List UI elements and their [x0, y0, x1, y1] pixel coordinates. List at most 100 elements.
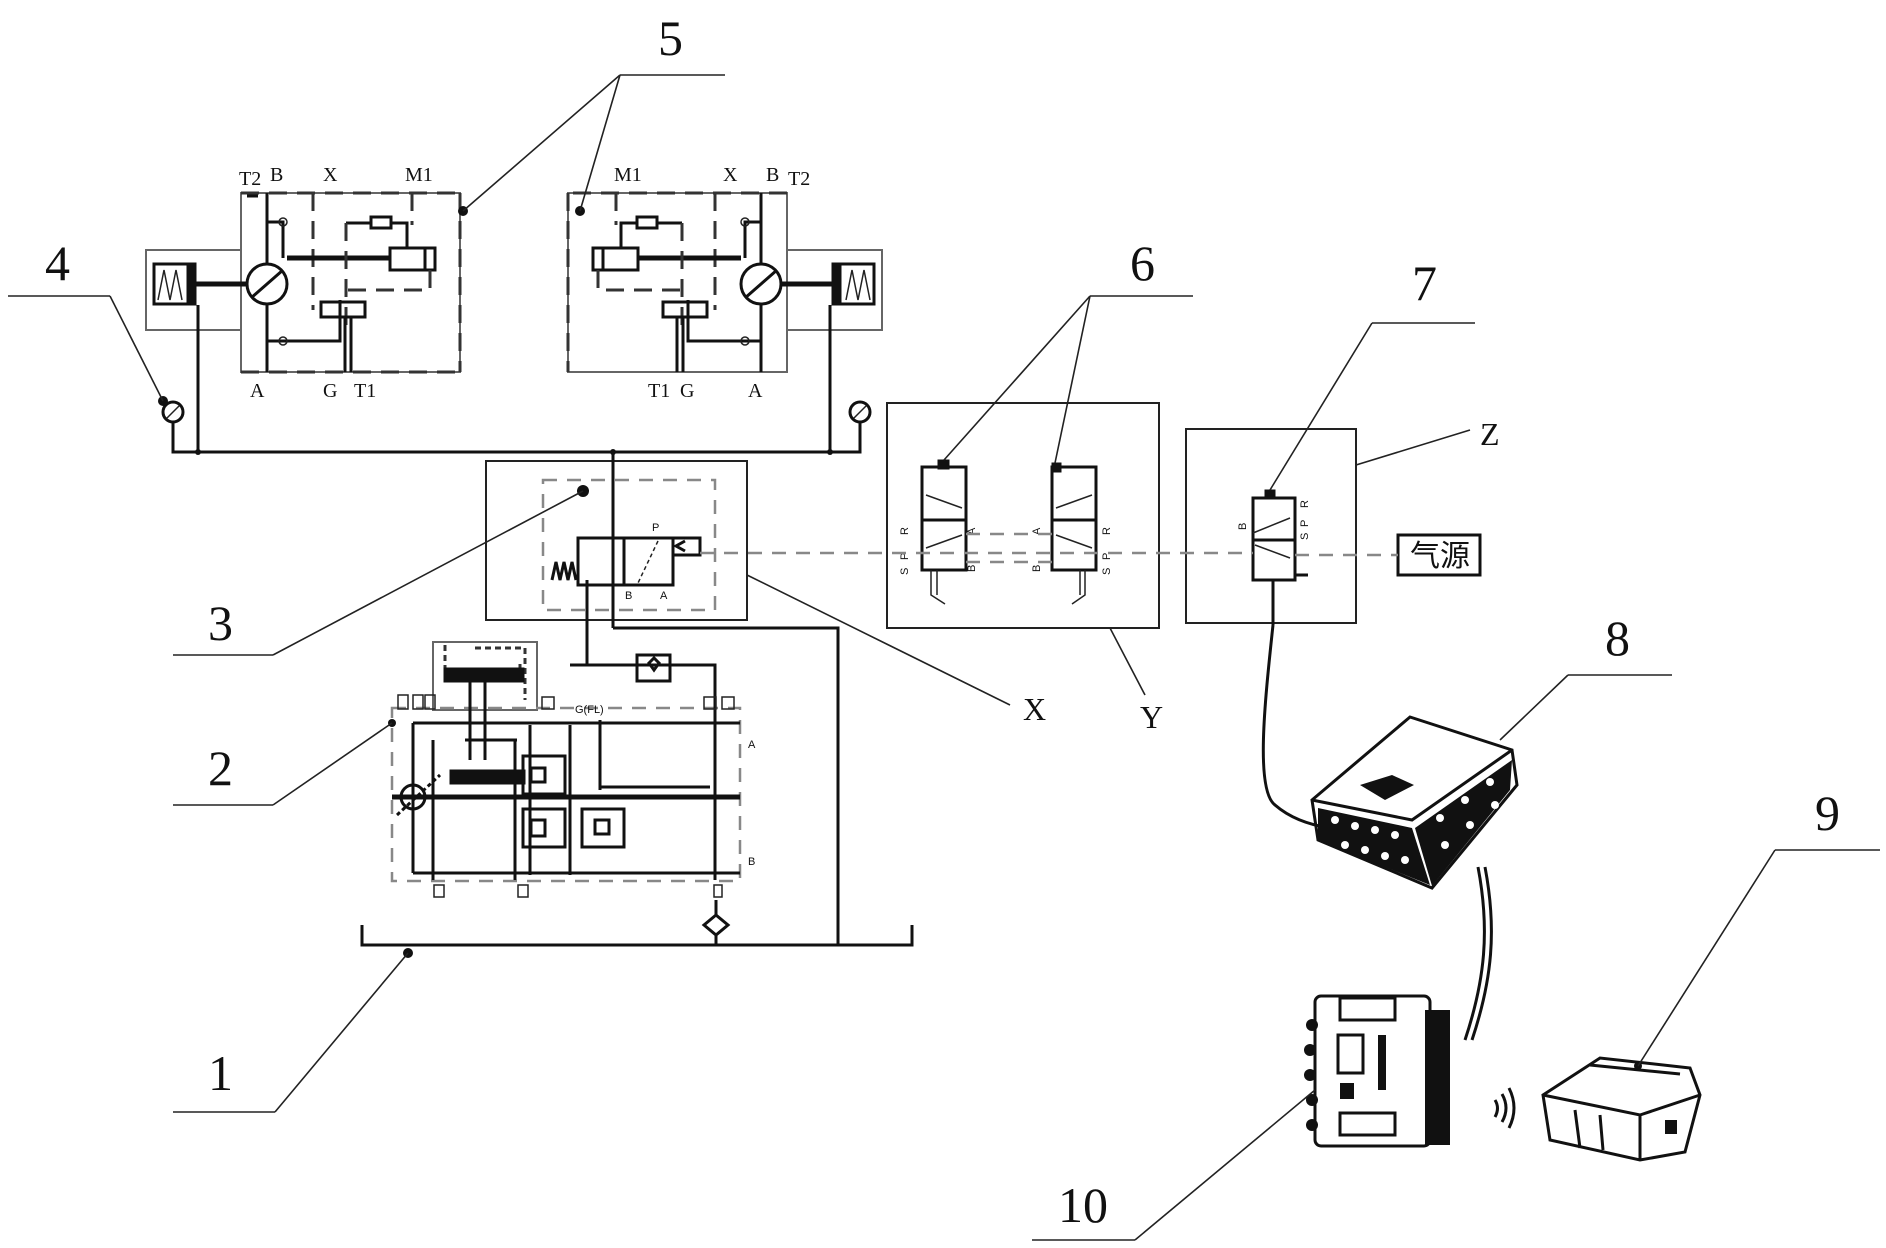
- remote-outline: [1541, 1056, 1702, 1162]
- label-1: 1: [208, 1045, 233, 1101]
- suction-filter-icon: [701, 900, 731, 937]
- valve6b-port-r: R: [1101, 527, 1113, 535]
- relief-valve-3: [580, 807, 626, 849]
- valve7-port-s: S: [1299, 533, 1311, 540]
- port-label-g-r: G: [680, 380, 694, 402]
- wireless-signal-icon: [1493, 1087, 1516, 1129]
- control-box-10: [1304, 994, 1516, 1148]
- spring-return-icon: [550, 561, 578, 581]
- junction-box-nameplate: [1360, 775, 1414, 800]
- motor-left-swash: [250, 268, 284, 300]
- port-label-b: B: [270, 164, 283, 186]
- valve3-port-b: B: [625, 590, 632, 602]
- orifice-left: [369, 215, 393, 230]
- gauge-port-label: G(FL): [575, 704, 604, 716]
- filter-cooler-icon: [635, 653, 672, 683]
- valve-6a-actuator: [937, 459, 950, 470]
- shuttle-valve-left: [319, 300, 367, 319]
- valve7-port-p: P: [1299, 520, 1311, 527]
- port-label-g: G: [323, 380, 337, 402]
- valve6a-port-s: S: [899, 568, 911, 575]
- pump-port-a: A: [748, 739, 756, 751]
- pump-station-2: G(FL) A B: [388, 641, 756, 945]
- valve6b-port-a: A: [1031, 527, 1043, 535]
- junction-box-8: [1310, 715, 1519, 890]
- check-valve-bottom: [278, 336, 288, 346]
- manual-pneumatic-valves-6: R P S A B A B R P S: [886, 402, 1160, 629]
- port-label-m1-r: M1: [614, 164, 642, 186]
- pump-port-b: B: [748, 856, 755, 868]
- relief-valve-1: [521, 754, 567, 796]
- pilot-valve-block: [443, 667, 525, 683]
- check-line-bottom: [267, 300, 342, 343]
- oil-tank-1: [360, 925, 914, 958]
- air-source-label: 气源: [1410, 539, 1470, 574]
- port-label-t2: T2: [239, 168, 261, 190]
- valve7-port-r: R: [1299, 500, 1311, 508]
- pump-icon: [399, 783, 427, 811]
- valve6b-port-s: S: [1101, 568, 1113, 575]
- section-y-box: [886, 402, 1160, 629]
- junction-box-glands-front: [1318, 808, 1430, 885]
- brake-left-housing: [145, 249, 242, 331]
- check-valve-top: [278, 217, 288, 227]
- port-label-t2-r: T2: [788, 168, 810, 190]
- control-box-glands: [1425, 1010, 1450, 1145]
- pressure-gauges: [158, 305, 872, 455]
- control-box-display: [1336, 1033, 1365, 1075]
- label-10: 10: [1058, 1177, 1108, 1233]
- port-label-a: A: [250, 380, 265, 402]
- label-5: 5: [658, 10, 683, 66]
- relief-valve-2: [521, 807, 567, 849]
- valve6b-port-p: P: [1101, 553, 1113, 560]
- label-9: 9: [1815, 785, 1840, 841]
- valve-6b-actuator: [1051, 462, 1062, 473]
- label-8: 8: [1605, 610, 1630, 666]
- label-x: X: [1023, 691, 1046, 727]
- port-label-a-r: A: [748, 380, 763, 402]
- brake-spring-box: [152, 262, 190, 306]
- gauge-line: [171, 422, 862, 454]
- valve6a-port-b: B: [966, 565, 978, 572]
- cable-8-to-10: [1463, 866, 1486, 1041]
- port-label-t1-r: T1: [648, 380, 670, 402]
- label-2: 2: [208, 740, 233, 796]
- brake-cylinder-left: [388, 246, 437, 272]
- motor-unit-right: [566, 191, 883, 373]
- label-z: Z: [1480, 416, 1500, 452]
- port-label-t1: T1: [354, 380, 376, 402]
- label-7: 7: [1412, 255, 1437, 311]
- valve3-port-a: A: [660, 590, 668, 602]
- proportional-valve: [449, 769, 526, 785]
- label-3: 3: [208, 595, 233, 651]
- electro-pneumatic-valve-7: R P S B 气源: [1185, 428, 1482, 625]
- port-label-x: X: [323, 164, 338, 186]
- check-line-top: [267, 220, 285, 258]
- tank-outline: [360, 925, 914, 947]
- callouts: 5 4 6 7 Z 3 X Y 8 2: [8, 10, 1880, 1241]
- section-x-box: [485, 460, 748, 621]
- valve-7-solenoid: [1264, 489, 1276, 500]
- label-6: 6: [1130, 235, 1155, 291]
- remote-controller-9: [1541, 1056, 1702, 1162]
- label-4: 4: [45, 235, 70, 291]
- valve7-port-b: B: [1237, 523, 1249, 530]
- remote-connector: [1665, 1120, 1677, 1134]
- pneumatic-directional-valve-3: P B A: [485, 452, 840, 945]
- section-z-box: [1185, 428, 1357, 624]
- pilot-actuator: [671, 536, 702, 557]
- valve6a-port-p: P: [899, 553, 911, 560]
- valve3-port-p: P: [652, 522, 659, 534]
- junction-box-glands-side: [1415, 760, 1512, 886]
- motor-unit-left: T2 B X M1 A G T1: [145, 164, 468, 402]
- brake-plate: [189, 262, 197, 306]
- cable-7-to-8: [1261, 624, 1331, 830]
- valve6b-port-b: B: [1031, 565, 1043, 572]
- label-y: Y: [1140, 699, 1163, 735]
- valve6a-port-r: R: [899, 527, 911, 535]
- brake-spring-icon: [157, 269, 183, 301]
- valve6a-port-a: A: [966, 527, 978, 535]
- port-label-x-r: X: [723, 164, 738, 186]
